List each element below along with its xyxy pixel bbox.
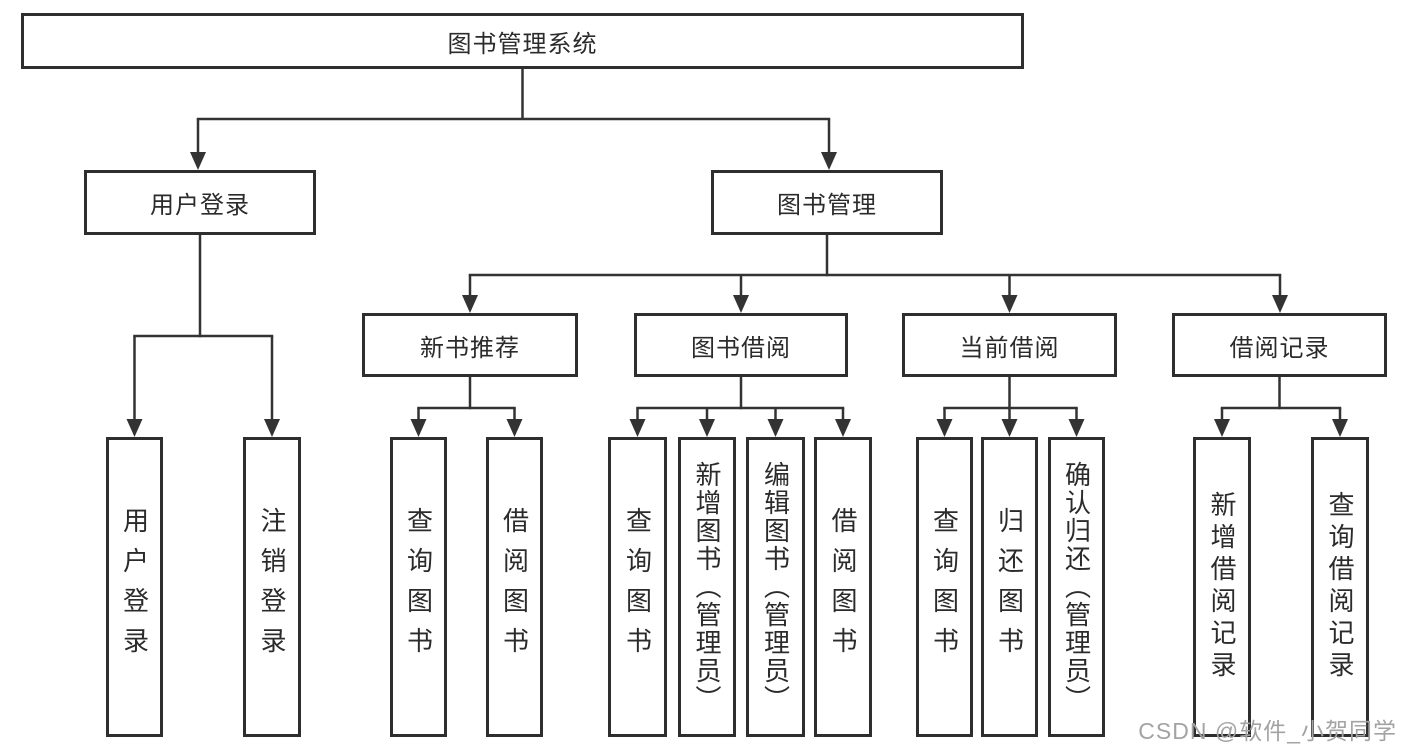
leaf-confirm-return-admin: 确认归还（管理员） bbox=[1048, 437, 1105, 737]
node-borrowing-records: 借阅记录 bbox=[1172, 313, 1387, 377]
node-root-label: 图书管理系统 bbox=[447, 30, 598, 58]
leaf-query-borrow-record: 查询借阅记录 bbox=[1311, 437, 1369, 737]
leaf-query-books-borrowing: 查询图书 bbox=[608, 437, 667, 737]
leaf-logout: 注销登录 bbox=[243, 437, 301, 737]
node-book-borrowing: 图书借阅 bbox=[634, 313, 848, 377]
leaf-borrow-books-borrowing: 借阅图书 bbox=[814, 437, 872, 737]
node-new-book-recommend-label: 新书推荐 bbox=[420, 334, 520, 362]
node-user-login-group-label: 用户登录 bbox=[150, 192, 250, 219]
csdn-watermark: CSDN @软件_小贺同学 bbox=[1138, 718, 1397, 744]
node-book-borrowing-label: 图书借阅 bbox=[691, 334, 791, 362]
leaf-user-login: 用户登录 bbox=[106, 437, 163, 737]
node-book-management-label: 图书管理 bbox=[777, 192, 877, 219]
leaf-add-book-admin: 新增图书（管理员） bbox=[678, 437, 736, 737]
node-book-management: 图书管理 bbox=[711, 170, 943, 235]
leaf-query-books-current: 查询图书 bbox=[916, 437, 973, 737]
leaf-query-books-recommend: 查询图书 bbox=[390, 437, 447, 737]
node-root: 图书管理系统 bbox=[21, 13, 1024, 69]
arrowheads bbox=[126, 152, 1348, 437]
leaf-borrow-books-recommend: 借阅图书 bbox=[486, 437, 543, 737]
leaf-return-book: 归还图书 bbox=[981, 437, 1038, 737]
node-borrowing-records-label: 借阅记录 bbox=[1229, 334, 1330, 362]
node-user-login-group: 用户登录 bbox=[84, 170, 316, 235]
leaf-edit-book-admin: 编辑图书（管理员） bbox=[746, 437, 805, 737]
leaf-add-borrow-record: 新增借阅记录 bbox=[1193, 437, 1251, 737]
node-new-book-recommend: 新书推荐 bbox=[362, 313, 578, 377]
node-current-borrowing-label: 当前借阅 bbox=[959, 334, 1060, 362]
node-current-borrowing: 当前借阅 bbox=[902, 313, 1117, 377]
